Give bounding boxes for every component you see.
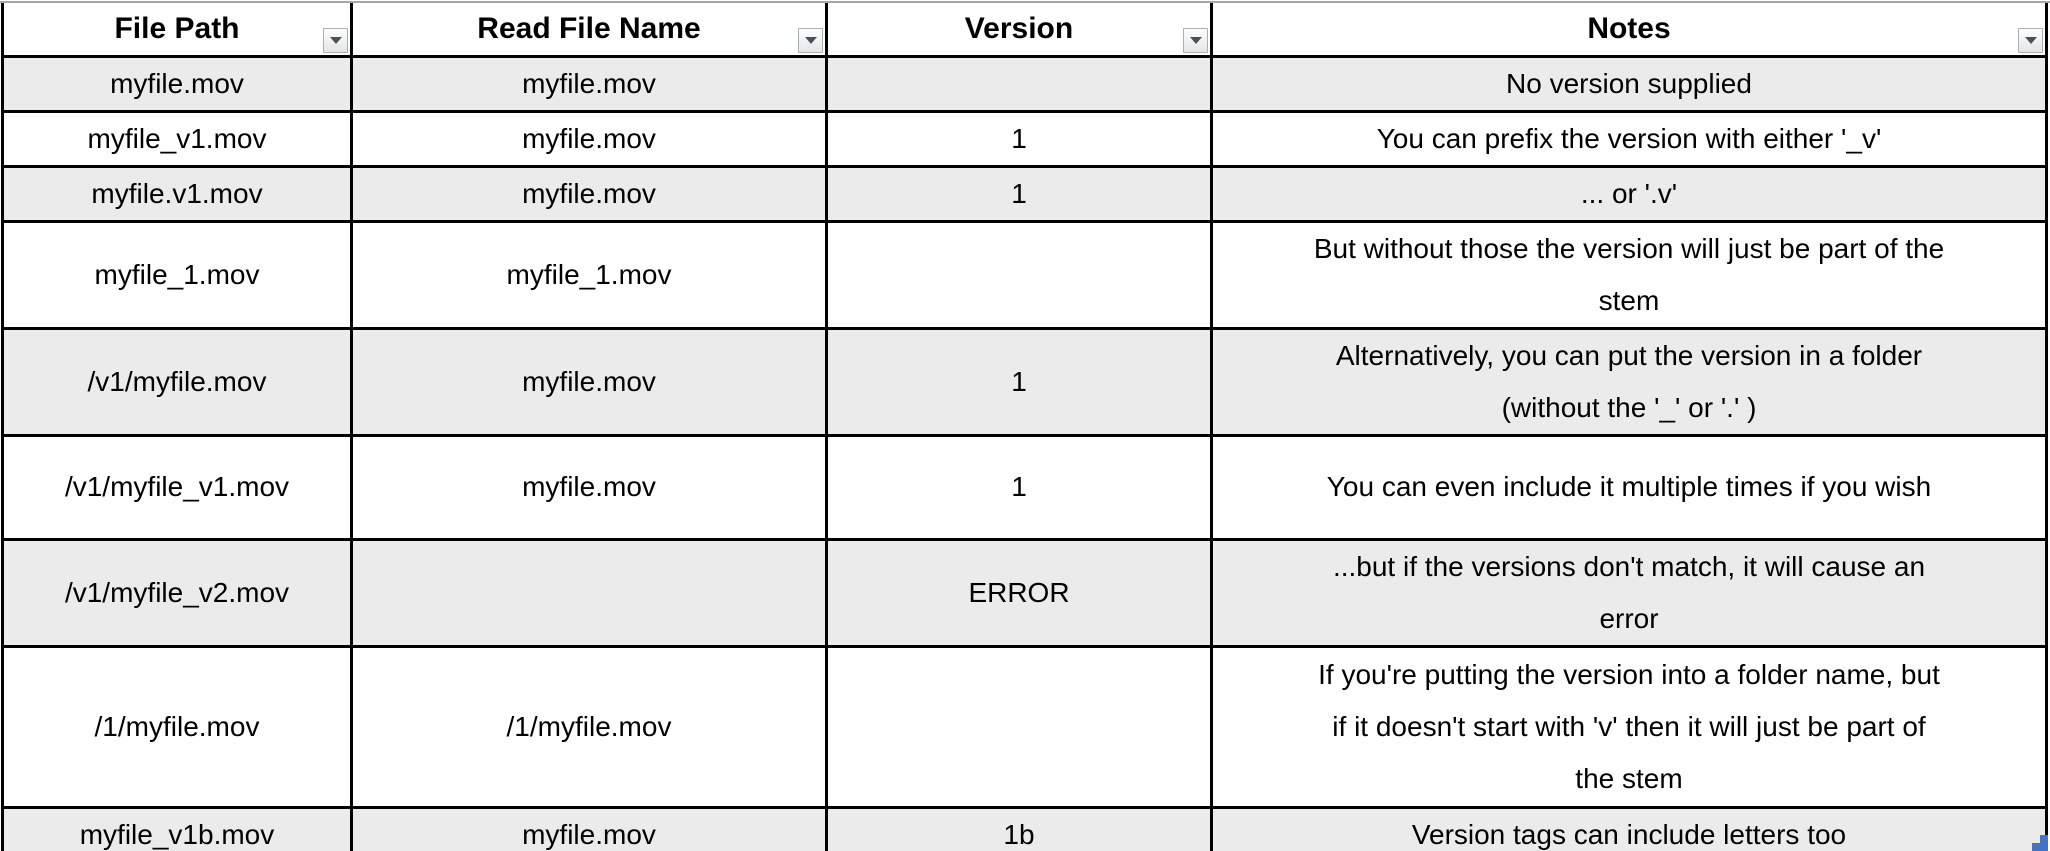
cell-version[interactable]: 1 bbox=[825, 109, 1213, 168]
table-row: myfile_v1b.mov myfile.mov 1b Version tag… bbox=[1, 805, 2048, 851]
cell-version[interactable]: 1 bbox=[825, 433, 1213, 541]
table-row: /v1/myfile_v1.mov myfile.mov 1 You can e… bbox=[1, 433, 2048, 541]
cell-read-file-name[interactable]: myfile.mov bbox=[350, 433, 828, 541]
cell-version[interactable]: 1 bbox=[825, 164, 1213, 223]
cell-file-path[interactable]: myfile.v1.mov bbox=[1, 164, 353, 223]
cell-read-file-name[interactable] bbox=[350, 537, 828, 648]
table-row: myfile.mov myfile.mov No version supplie… bbox=[1, 54, 2048, 113]
cell-file-path[interactable]: /v1/myfile_v2.mov bbox=[1, 537, 353, 648]
cell-version[interactable] bbox=[825, 54, 1213, 113]
filter-dropdown-icon bbox=[804, 36, 817, 44]
cell-notes[interactable]: But without those the version will just … bbox=[1210, 219, 2048, 330]
column-header-version[interactable]: Version bbox=[825, 3, 1213, 58]
cell-read-file-name[interactable]: /1/myfile.mov bbox=[350, 644, 828, 809]
cell-version[interactable] bbox=[825, 644, 1213, 809]
column-header-label: File Path bbox=[114, 11, 240, 45]
header-row: File Path Read File Name Version Notes bbox=[1, 3, 2048, 58]
cell-version[interactable] bbox=[825, 219, 1213, 330]
cell-notes[interactable]: Alternatively, you can put the version i… bbox=[1210, 326, 2048, 437]
table-row: /1/myfile.mov /1/myfile.mov If you're pu… bbox=[1, 644, 2048, 809]
cell-notes[interactable]: ...but if the versions don't match, it w… bbox=[1210, 537, 2048, 648]
versions-table: File Path Read File Name Version Notes bbox=[1, 3, 2048, 851]
table-row: /v1/myfile.mov myfile.mov 1 Alternativel… bbox=[1, 326, 2048, 437]
column-header-notes[interactable]: Notes bbox=[1210, 3, 2048, 58]
cell-notes[interactable]: You can prefix the version with either '… bbox=[1210, 109, 2048, 168]
table-row: myfile_1.mov myfile_1.mov But without th… bbox=[1, 219, 2048, 330]
cell-file-path[interactable]: myfile_v1.mov bbox=[1, 109, 353, 168]
cell-notes[interactable]: You can even include it multiple times i… bbox=[1210, 433, 2048, 541]
filter-button-version[interactable] bbox=[1183, 27, 1208, 53]
cell-file-path[interactable]: myfile_v1b.mov bbox=[1, 805, 353, 851]
cell-file-path[interactable]: /1/myfile.mov bbox=[1, 644, 353, 809]
column-header-label: Version bbox=[964, 11, 1074, 45]
cell-notes[interactable]: If you're putting the version into a fol… bbox=[1210, 644, 2048, 809]
filter-dropdown-icon bbox=[2024, 36, 2037, 44]
column-header-label: Read File Name bbox=[477, 11, 701, 45]
column-header-read-file-name[interactable]: Read File Name bbox=[350, 3, 828, 58]
cell-read-file-name[interactable]: myfile.mov bbox=[350, 109, 828, 168]
cell-read-file-name[interactable]: myfile.mov bbox=[350, 164, 828, 223]
cell-file-path[interactable]: /v1/myfile.mov bbox=[1, 326, 353, 437]
cell-file-path[interactable]: myfile_1.mov bbox=[1, 219, 353, 330]
table-row: myfile_v1.mov myfile.mov 1 You can prefi… bbox=[1, 109, 2048, 168]
cell-version[interactable]: 1 bbox=[825, 326, 1213, 437]
filter-button-read-file-name[interactable] bbox=[798, 27, 823, 53]
cell-read-file-name[interactable]: myfile.mov bbox=[350, 805, 828, 851]
cell-notes[interactable]: Version tags can include letters too bbox=[1210, 805, 2048, 851]
cell-version[interactable]: 1b bbox=[825, 805, 1213, 851]
filter-dropdown-icon bbox=[1189, 36, 1202, 44]
cell-read-file-name[interactable]: myfile_1.mov bbox=[350, 219, 828, 330]
filter-button-file-path[interactable] bbox=[323, 27, 348, 53]
cell-read-file-name[interactable]: myfile.mov bbox=[350, 326, 828, 437]
cell-notes[interactable]: No version supplied bbox=[1210, 54, 2048, 113]
cell-file-path[interactable]: myfile.mov bbox=[1, 54, 353, 113]
filter-dropdown-icon bbox=[329, 36, 342, 44]
cell-read-file-name[interactable]: myfile.mov bbox=[350, 54, 828, 113]
table-row: /v1/myfile_v2.mov ERROR ...but if the ve… bbox=[1, 537, 2048, 648]
gridline bbox=[0, 1, 2050, 3]
cell-notes[interactable]: ... or '.v' bbox=[1210, 164, 2048, 223]
column-header-file-path[interactable]: File Path bbox=[1, 3, 353, 58]
cell-version[interactable]: ERROR bbox=[825, 537, 1213, 648]
cell-file-path[interactable]: /v1/myfile_v1.mov bbox=[1, 433, 353, 541]
filter-button-notes[interactable] bbox=[2018, 27, 2043, 53]
column-header-label: Notes bbox=[1587, 11, 1671, 45]
table-row: myfile.v1.mov myfile.mov 1 ... or '.v' bbox=[1, 164, 2048, 223]
